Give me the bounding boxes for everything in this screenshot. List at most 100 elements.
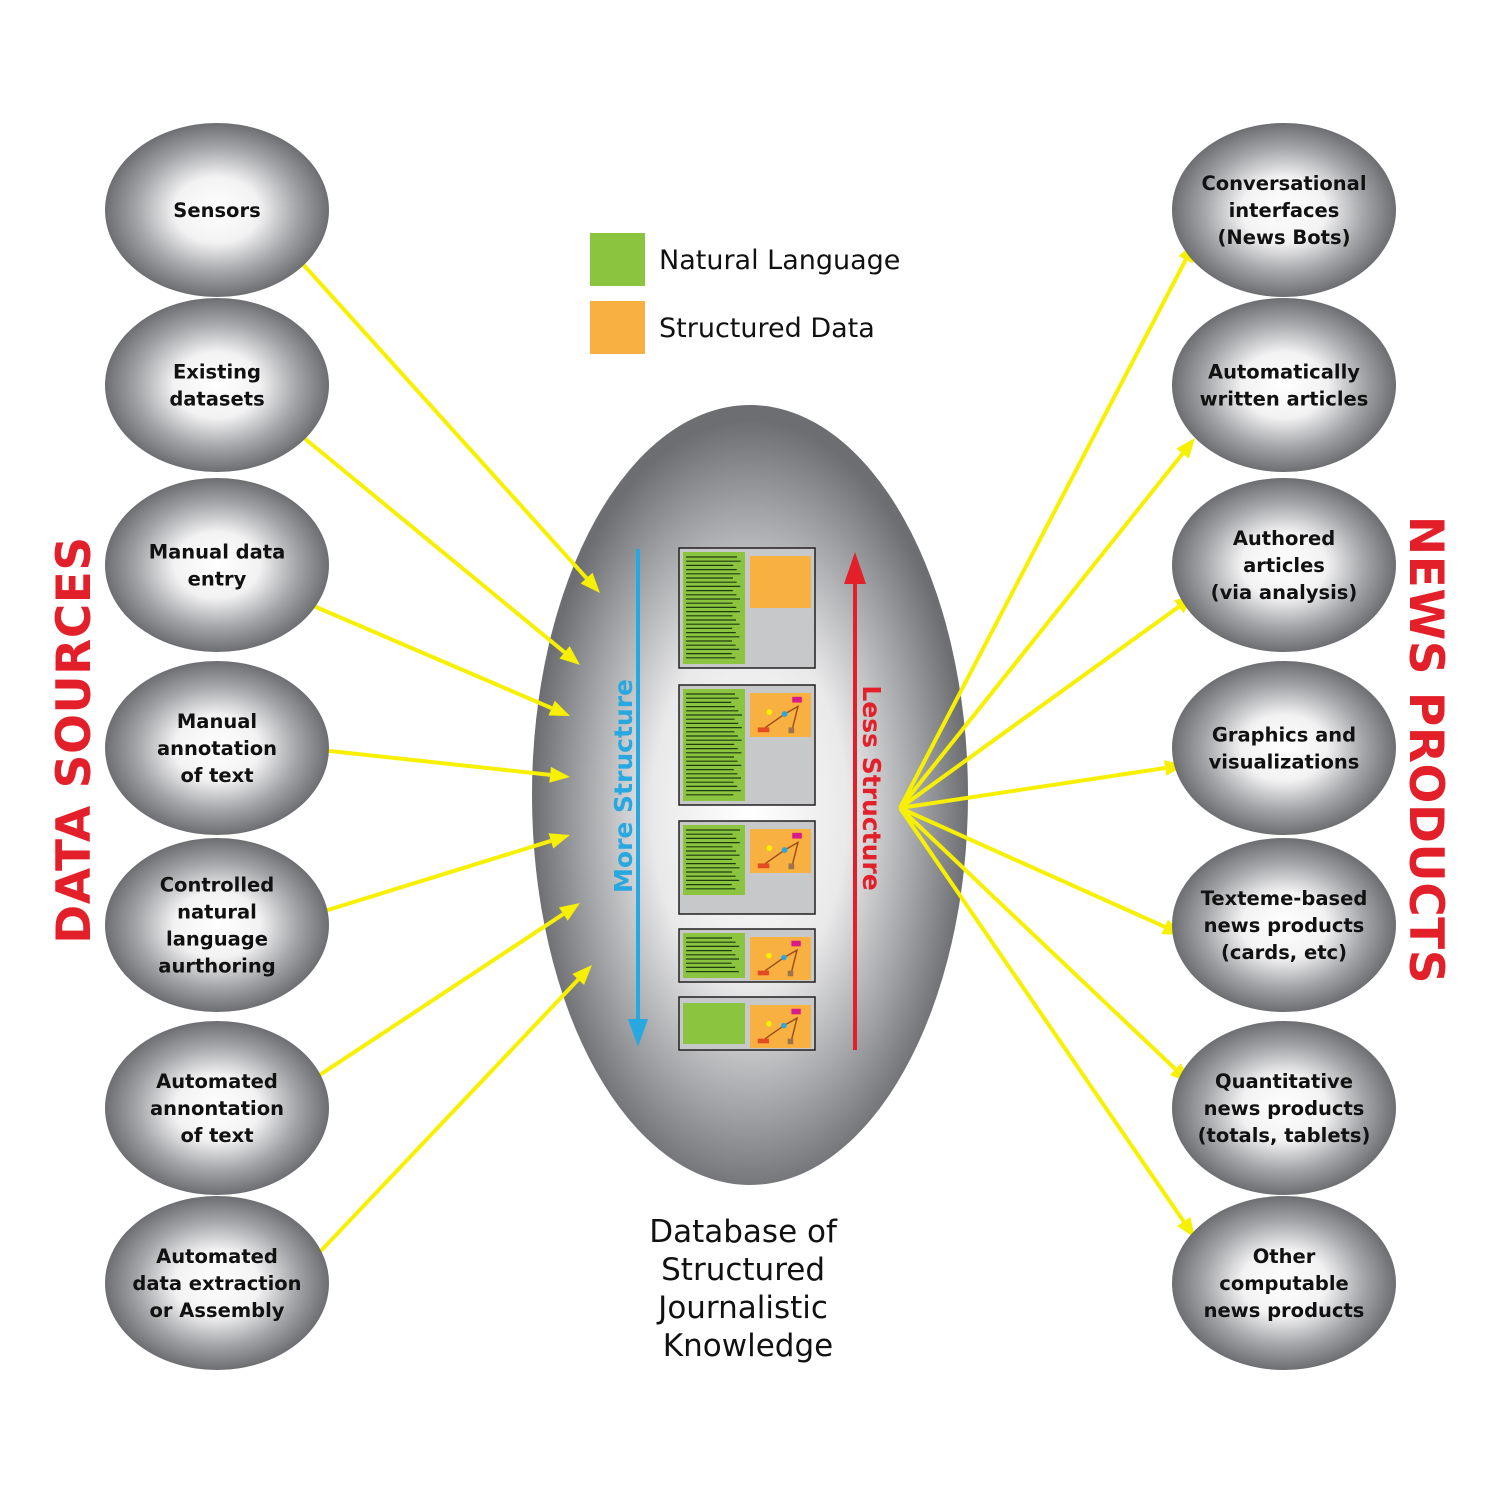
data-source-node-label-line: Manual data xyxy=(149,541,286,564)
data-source-node-label-line: annotation xyxy=(157,737,277,760)
knowledge-card xyxy=(678,547,816,669)
inflow-arrow-line xyxy=(298,978,580,1275)
news-product-node-label-line: interfaces xyxy=(1229,199,1340,222)
news-product-node: Texteme-based news products (cards, etc) xyxy=(1172,838,1396,1012)
structure-axes xyxy=(628,549,866,1050)
inflow-arrow-line xyxy=(301,746,551,777)
graph-tag xyxy=(791,1008,801,1015)
natural-language-text xyxy=(683,933,745,978)
news-product-node-label-line: Texteme-based xyxy=(1201,887,1368,910)
graph-tag xyxy=(788,863,795,870)
graph-node xyxy=(781,847,788,853)
data-source-node-label-line: or Assembly xyxy=(149,1299,284,1322)
data-source-node-label-line: datasets xyxy=(169,388,264,411)
inflow-arrow-head xyxy=(548,700,570,716)
data-source-node-label: Manual annotation of text xyxy=(157,710,277,787)
news-product-node-label-line: (cards, etc) xyxy=(1221,941,1347,964)
news-product-node-ellipse xyxy=(1172,298,1396,472)
more-structure-arrow-head xyxy=(628,1019,648,1047)
graph-tag xyxy=(787,1038,794,1045)
graph-edge xyxy=(765,704,800,730)
less-structure-label: Less Structure xyxy=(857,685,886,890)
data-sources-title: DATA SOURCES xyxy=(47,536,102,944)
data-source-node-ellipse xyxy=(105,478,329,652)
data-source-node-label-line: of text xyxy=(180,764,253,787)
more-structure-label: More Structure xyxy=(609,679,638,893)
knowledge-card xyxy=(678,684,816,806)
database-title-line: Structured xyxy=(661,1252,825,1288)
inflow-arrow-line xyxy=(294,596,553,710)
inflow-arrow-line xyxy=(301,839,552,920)
data-source-node-ellipse xyxy=(105,661,329,835)
news-product-node-ellipse xyxy=(1172,478,1396,652)
inflow-arrow xyxy=(298,903,580,1090)
data-source-node-label-line: natural xyxy=(177,901,257,924)
graph-node xyxy=(781,711,788,717)
data-source-node-label-line: annontation xyxy=(150,1097,284,1120)
news-product-node-label-line: Conversational xyxy=(1201,172,1366,195)
outflow-arrow-line xyxy=(899,806,1166,929)
graph-tag xyxy=(757,970,769,976)
knowledge-card xyxy=(678,928,816,983)
news-product-node-ellipse xyxy=(1172,1021,1396,1195)
outflow-arrow-line xyxy=(898,806,1186,1223)
inflow-arrow xyxy=(301,833,570,920)
knowledge-card xyxy=(678,996,816,1051)
news-product-node-label-line: articles xyxy=(1243,554,1325,577)
news-product-node-label-line: Authored xyxy=(1233,527,1335,550)
inflow-arrow-head xyxy=(572,965,592,986)
legend-label: Natural Language xyxy=(659,245,900,276)
outflow-arrow-line xyxy=(898,806,1177,1071)
outflow-arrow-line xyxy=(898,605,1180,810)
inflow-arrow-line xyxy=(290,426,566,654)
natural-language-block xyxy=(683,1003,745,1044)
database-title: Database of Structured Journalistic Know… xyxy=(649,1214,847,1364)
inflow-arrow-head xyxy=(549,766,570,783)
data-source-node-label: Sensors xyxy=(173,199,260,222)
data-source-node-ellipse xyxy=(105,123,329,297)
outflow-arrow xyxy=(898,806,1195,1238)
graph-node xyxy=(781,1022,787,1029)
inflow-arrow-head xyxy=(558,903,580,921)
graph-node xyxy=(766,952,772,959)
data-source-node-label-line: Sensors xyxy=(173,199,260,222)
news-product-node-label-line: news products xyxy=(1204,914,1365,937)
news-products-title: NEWS PRODUCTS xyxy=(1398,516,1453,984)
data-source-node-label-line: language xyxy=(166,928,268,951)
news-product-node-ellipse xyxy=(1172,1196,1396,1370)
database-cards xyxy=(678,547,816,1051)
graph-node xyxy=(781,954,787,961)
inflow-arrow-head xyxy=(580,572,600,593)
news-product-node-label-line: news products xyxy=(1204,1097,1365,1120)
graph-tag xyxy=(757,1038,769,1044)
legend-swatch xyxy=(590,301,645,354)
graph-tag xyxy=(787,970,794,977)
news-product-node-label-line: Automatically xyxy=(1208,361,1360,384)
news-product-node-label-line: computable xyxy=(1219,1272,1348,1295)
data-source-node-label-line: Manual xyxy=(177,710,257,733)
outflow-arrow xyxy=(898,242,1195,809)
inflow-arrow xyxy=(298,965,592,1275)
graph-edge xyxy=(765,840,800,866)
legend-label: Structured Data xyxy=(659,313,875,344)
news-product-node-label-line: Graphics and xyxy=(1212,724,1356,747)
graph-tag xyxy=(788,727,795,734)
